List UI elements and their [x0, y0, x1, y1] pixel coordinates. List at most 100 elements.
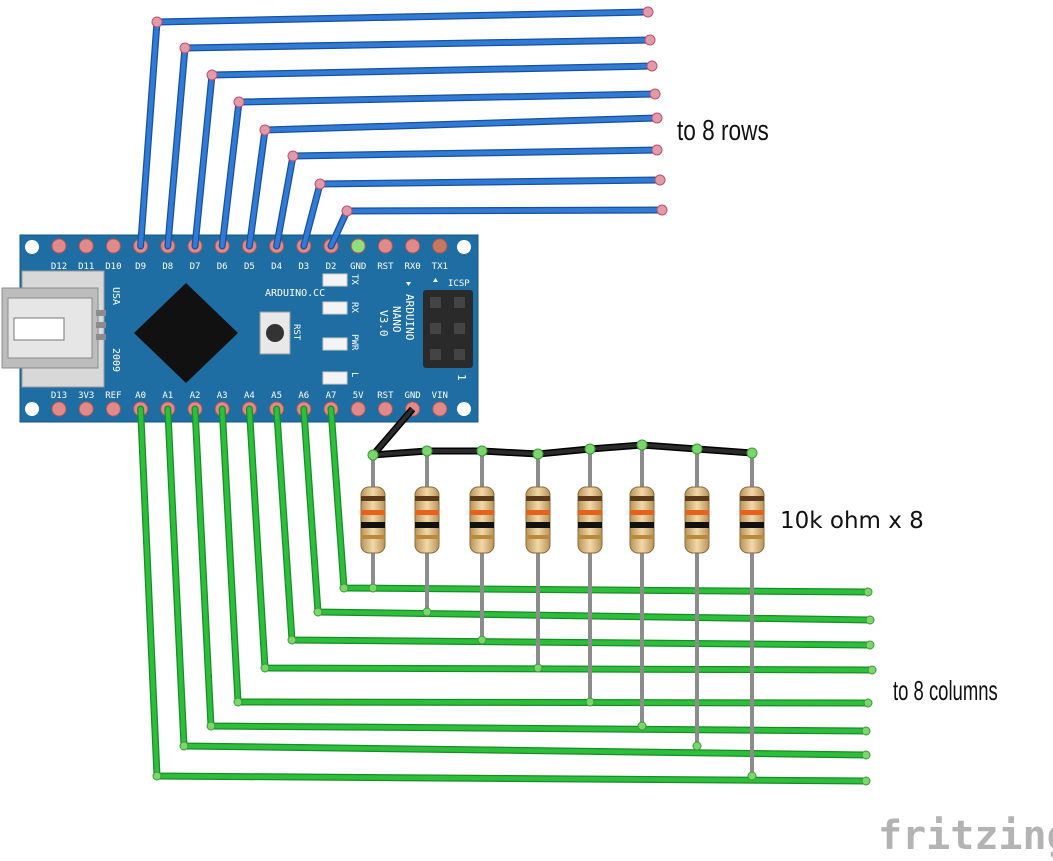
resistor-band	[470, 496, 494, 501]
resistor-band	[470, 522, 494, 528]
resistor-top-joint	[532, 448, 544, 460]
wire-bend	[152, 771, 162, 781]
wire-bend	[233, 96, 245, 108]
pin-label: D13	[51, 391, 67, 401]
pin-label: 3V3	[78, 391, 94, 401]
column-wires	[137, 405, 877, 786]
resistor-band	[415, 510, 439, 515]
resistor-band	[685, 496, 709, 501]
wire-bend	[206, 69, 218, 81]
resistor-band	[361, 510, 385, 515]
pin-label: RST	[377, 391, 394, 401]
wire-end	[644, 34, 656, 46]
mounting-hole	[25, 402, 39, 416]
pin-d12	[51, 238, 67, 254]
icsp-pin1-label: 1	[455, 374, 468, 381]
wire-end	[865, 615, 875, 625]
resistor-band	[685, 535, 709, 539]
pin-label: A7	[326, 391, 337, 401]
resistor-band	[630, 535, 654, 539]
pin-label: A6	[298, 391, 309, 401]
pin-rst	[377, 401, 393, 417]
resistor-band	[526, 535, 550, 539]
resistor-bottom-joint	[585, 697, 595, 707]
resistor-band	[740, 522, 764, 528]
led-label-rx: RX	[349, 302, 359, 313]
resistor-bottom-joint	[477, 635, 487, 645]
resistor-bottom-joint	[368, 583, 378, 593]
reset-button[interactable]	[259, 311, 291, 355]
usb-connector	[1, 270, 106, 388]
pin-d13	[51, 401, 67, 417]
pin-label: D10	[105, 262, 121, 272]
wire-end	[863, 587, 873, 597]
pin-label: A5	[271, 391, 282, 401]
wire-end	[651, 112, 663, 124]
resistor-band	[578, 510, 602, 515]
resistor-top-joint	[584, 443, 596, 455]
wire-bend	[341, 205, 353, 217]
board-version-label: V3.0	[377, 310, 390, 337]
pin-label: TX1	[432, 262, 448, 272]
pin-label: D2	[326, 262, 337, 272]
wire-end	[861, 726, 871, 736]
mounting-hole	[457, 240, 471, 254]
pin-label: A0	[135, 391, 146, 401]
wire-end	[865, 640, 875, 650]
pin-gnd	[350, 238, 366, 254]
wire-bend	[179, 741, 189, 751]
resistor-band	[470, 510, 494, 515]
resistor-band	[630, 522, 654, 528]
resistor-band	[415, 496, 439, 501]
pin-label: RST	[377, 262, 394, 272]
resistor-array	[360, 439, 765, 781]
rx-arrow-icon	[406, 282, 411, 286]
pin-label: GND	[404, 391, 420, 401]
icsp-label: ICSP	[448, 279, 470, 289]
row-wires	[137, 6, 668, 250]
microcontroller-chip	[134, 283, 238, 383]
wire-bend	[151, 16, 163, 28]
resistor-bottom-joint	[422, 607, 432, 617]
pin-label: A2	[190, 391, 201, 401]
resistor-band	[578, 535, 602, 539]
resistor-band	[740, 510, 764, 515]
pin-rst	[377, 238, 393, 254]
resistor-bottom-joint	[692, 741, 702, 751]
resistor-band	[740, 496, 764, 501]
row-wire	[274, 147, 660, 249]
resistor-top-joint	[746, 447, 758, 459]
resistor-band	[361, 522, 385, 528]
columns-label: to 8 columns	[893, 676, 998, 707]
wire-end	[656, 204, 668, 216]
pin-ref	[105, 401, 121, 417]
wire-end	[642, 6, 654, 18]
wire-bend	[206, 721, 216, 731]
wire-end	[861, 750, 871, 760]
row-wire-outline	[273, 146, 661, 250]
pin-vin	[432, 401, 448, 417]
wire-end	[651, 144, 663, 156]
resistor-band	[685, 522, 709, 528]
wire-end	[861, 776, 871, 786]
icsp-header	[423, 290, 473, 368]
resistor-band	[415, 522, 439, 528]
resistor-band	[630, 510, 654, 515]
resistor-top-joint	[636, 439, 648, 451]
status-leds	[322, 273, 348, 385]
pin-label: D5	[244, 262, 255, 272]
pin-label: RX0	[404, 262, 420, 272]
arduino-nano-board: ARDUINO.CC USA 2009 ARDUINO NANO V3.0 RS…	[1, 234, 479, 423]
pin-label: A4	[244, 391, 255, 401]
resistor-band	[470, 535, 494, 539]
resistor-top-joint	[476, 445, 488, 457]
pin-label: REF	[105, 391, 121, 401]
wire-end	[646, 60, 658, 72]
pin-d10	[105, 238, 121, 254]
resistors-label: 10k ohm x 8	[780, 508, 924, 534]
resistor-band	[685, 510, 709, 515]
column-wire	[192, 406, 869, 734]
resistor-band	[526, 510, 550, 515]
pin-label: D6	[217, 262, 228, 272]
resistor-bottom-joint	[637, 721, 647, 731]
